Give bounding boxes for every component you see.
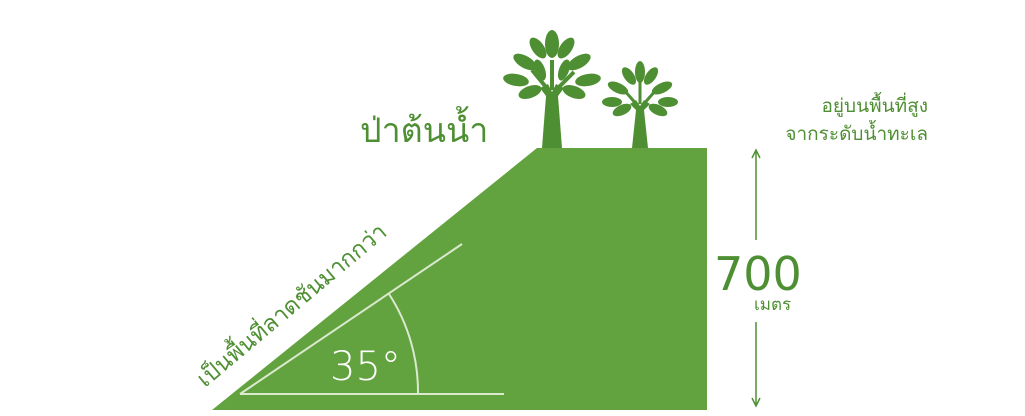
tree-icon — [602, 61, 678, 148]
hill-shape — [212, 148, 707, 410]
tree-icon — [503, 30, 601, 148]
angle-value: 35° — [330, 344, 401, 390]
forest-title: ป่าต้นน้ำ — [360, 106, 488, 151]
height-unit: เมตร — [754, 295, 791, 315]
elevation-note-line2: จากระดับน้ำทะเล — [785, 120, 928, 145]
angle-marker — [239, 243, 504, 395]
elevation-note-line1: อยู่บนพื้นที่สูง — [821, 92, 928, 117]
height-arrow — [751, 148, 761, 408]
height-value: 700 — [714, 247, 802, 301]
